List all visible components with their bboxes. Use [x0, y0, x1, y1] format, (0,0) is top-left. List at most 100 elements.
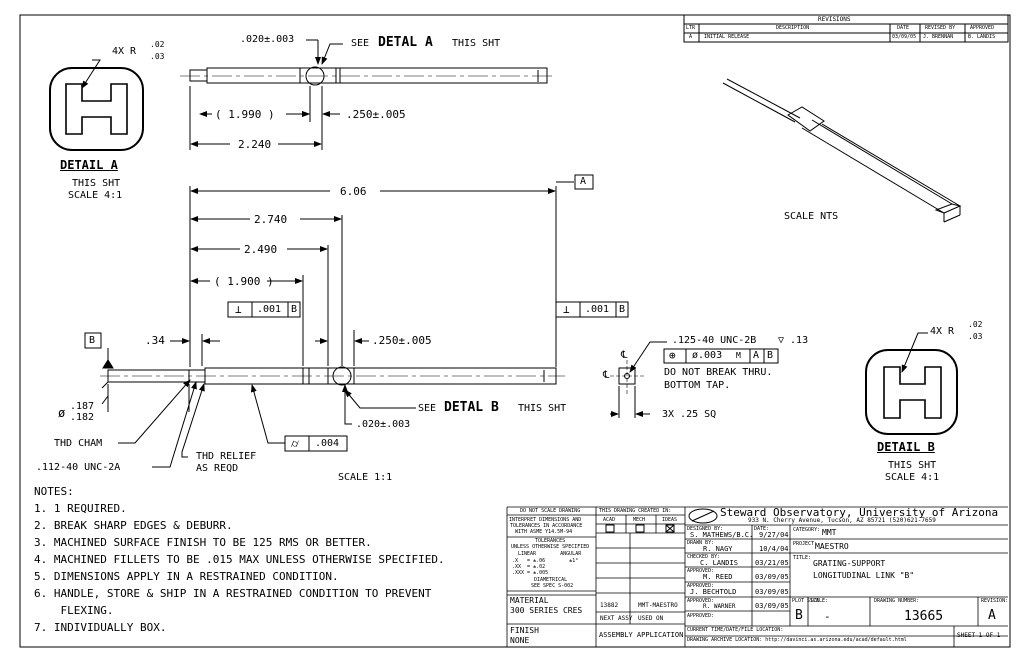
tb-next-assy: NEXT ASSY — [600, 615, 633, 622]
top-rod — [180, 66, 555, 86]
main-see-suffix: THIS SHT — [518, 403, 567, 414]
top-dim-2240: 2.240 — [238, 138, 272, 151]
tb-tolerances: TOLERANCES — [535, 538, 566, 544]
dia-bottom: .182 — [70, 412, 95, 423]
tb-approved3-date: 03/09/05 — [755, 602, 789, 610]
rev-header-revised-by: REVISED BY — [925, 25, 956, 31]
tb-unless: UNLESS OTHERWISE SPECIFIED — [511, 544, 590, 550]
tb-tol-row-2: .XX = ±.02 — [512, 564, 546, 570]
dia-top: .187 — [70, 401, 95, 412]
perp-datum-left: B — [291, 304, 298, 315]
tb-scale-label: SCALE: — [810, 598, 829, 604]
end-thread: .125-40 UNC-2B — [672, 335, 757, 346]
tb-next-assy-name: MMT-MAESTRO — [638, 602, 678, 609]
note-6: 6. HANDLE, STORE & SHIP IN A RESTRAINED … — [34, 587, 432, 600]
main-rod — [100, 366, 565, 386]
tb-assembly-app: ASSEMBLY APPLICATION — [599, 631, 684, 639]
detail-a-radius: 4X R — [112, 46, 137, 57]
revisions-title: REVISIONS — [818, 16, 851, 23]
detail-b-radius-bottom: .03 — [968, 332, 983, 341]
main-dim-020: .020±.003 — [356, 419, 411, 430]
tb-no-scale: DO NOT SCALE DRAWING — [520, 508, 581, 514]
top-see-detail: DETAL A — [378, 35, 433, 50]
sheet-border — [19, 14, 1011, 648]
cylindricity-symbol: ⌭ — [291, 437, 299, 450]
tb-project: MAESTRO — [815, 542, 849, 551]
datum-a-label: A — [580, 176, 587, 187]
tb-approved3-label: APPROVED: — [687, 598, 715, 604]
thd-cham-label: THD CHAM — [54, 438, 103, 449]
tb-finish: NONE — [510, 636, 530, 645]
tb-company: Steward Observatory, University of Arizo… — [720, 506, 999, 519]
tb-approved2-label: APPROVED: — [687, 583, 715, 589]
tb-date-label: DATE: — [754, 526, 770, 532]
tb-material-label: MATERIAL — [510, 596, 549, 605]
rev-ltr: A — [689, 34, 693, 40]
title-block-lines — [506, 506, 1008, 647]
end-sq: 3X .25 SQ — [662, 409, 717, 420]
dia-symbol: ø — [58, 406, 66, 420]
thd-relief-label: THD RELIEF — [196, 451, 257, 462]
tb-cad-ideas: IDEAS — [662, 517, 678, 523]
detail-a-sub: THIS SHT — [72, 178, 121, 189]
tb-interpret-1: INTERPRET DIMENSIONS AND — [509, 517, 582, 523]
detail-a-radius-top: .02 — [150, 40, 165, 49]
tb-approved2-date: 03/09/05 — [755, 588, 789, 596]
tb-tol-row-1: .X = ±.06 ±1° — [512, 558, 579, 564]
rev-header-date: DATE — [897, 25, 910, 31]
rev-description: INITIAL RELEASE — [704, 34, 750, 40]
tb-approved1-label: APPROVED: — [687, 568, 715, 574]
tb-drawn-by: R. NAGY — [703, 545, 733, 553]
tb-next-assy-num: 13882 — [600, 602, 619, 609]
note-7: 7. INDIVIDUALLY BOX. — [34, 621, 167, 634]
top-dim-020: .020±.003 — [240, 34, 295, 45]
perp-symbol-right: ⊥ — [563, 303, 570, 316]
perp-tol-right: .001 — [585, 304, 610, 315]
end-depth: ▽ .13 — [778, 335, 809, 346]
tb-checked-by-label: CHECKED BY: — [687, 554, 721, 560]
tb-drawn-date: 10/4/04 — [759, 545, 789, 553]
end-centerline-v: ℄ — [621, 350, 628, 361]
tb-diametrical: DIAMETRICAL — [534, 577, 568, 583]
tb-drawing-number: 13665 — [904, 609, 944, 624]
main-see-prefix: SEE — [418, 403, 437, 414]
main-dim-2740: 2.740 — [254, 213, 288, 226]
tb-cad-mech: MECH — [633, 517, 646, 523]
detail-b-title: DETAIL B — [877, 440, 935, 454]
tb-checked-by: C. LANDIS — [700, 559, 738, 567]
tb-designed-by: S. MATHEWS/B.C. — [690, 531, 754, 539]
tb-designed-by-label: DESIGNED BY: — [687, 526, 724, 532]
tb-material: 300 SERIES CRES — [510, 606, 583, 615]
tb-drawing-number-label: DRAWING NUMBER: — [874, 598, 920, 604]
position-modifier: M — [736, 351, 741, 360]
tb-revision: A — [988, 608, 996, 623]
tb-revision-label: REVISION: — [981, 598, 1009, 604]
observatory-logo — [688, 508, 718, 524]
tb-category-label: CATEGORY: — [793, 527, 821, 533]
position-datum-b: B — [767, 350, 774, 361]
end-note2: BOTTOM TAP. — [664, 380, 731, 391]
tb-current-time: CURRENT TIME/DATE/FILE LOCATION: — [687, 627, 784, 633]
tb-sheet: SHEET 1 OF 1 — [957, 632, 1001, 639]
tb-created-in: THIS DRAWING CREATED IN: — [599, 508, 672, 514]
note-6b: FLEXING. — [34, 604, 114, 617]
tb-approved1: M. REED — [703, 573, 733, 581]
perp-datum-right: B — [619, 304, 626, 315]
end-centerline-h: ℄ — [603, 370, 610, 381]
top-dim-1990: ( 1.990 ) — [215, 108, 275, 121]
tb-checked-date: 03/21/05 — [755, 559, 789, 567]
perp-symbol-left: ⊥ — [235, 303, 242, 316]
tb-approved2: J. BECHTOLD — [690, 588, 737, 596]
datum-b-label: B — [89, 335, 96, 346]
detail-b-sub: THIS SHT — [888, 460, 937, 471]
main-scale: SCALE 1:1 — [338, 472, 393, 483]
tb-address: 933 N. Cherry Avenue, Tucson, AZ 85721 (… — [748, 517, 936, 524]
tb-approved1-date: 03/09/05 — [755, 573, 789, 581]
tb-tol-cols: LINEAR ANGULAR — [518, 551, 582, 557]
end-note1: DO NOT BREAK THRU. — [664, 367, 773, 378]
iso-scale: SCALE NTS — [784, 211, 839, 222]
detail-b-scale: SCALE 4:1 — [885, 472, 940, 483]
isometric-view — [722, 78, 962, 223]
top-see-prefix: SEE — [351, 38, 370, 49]
